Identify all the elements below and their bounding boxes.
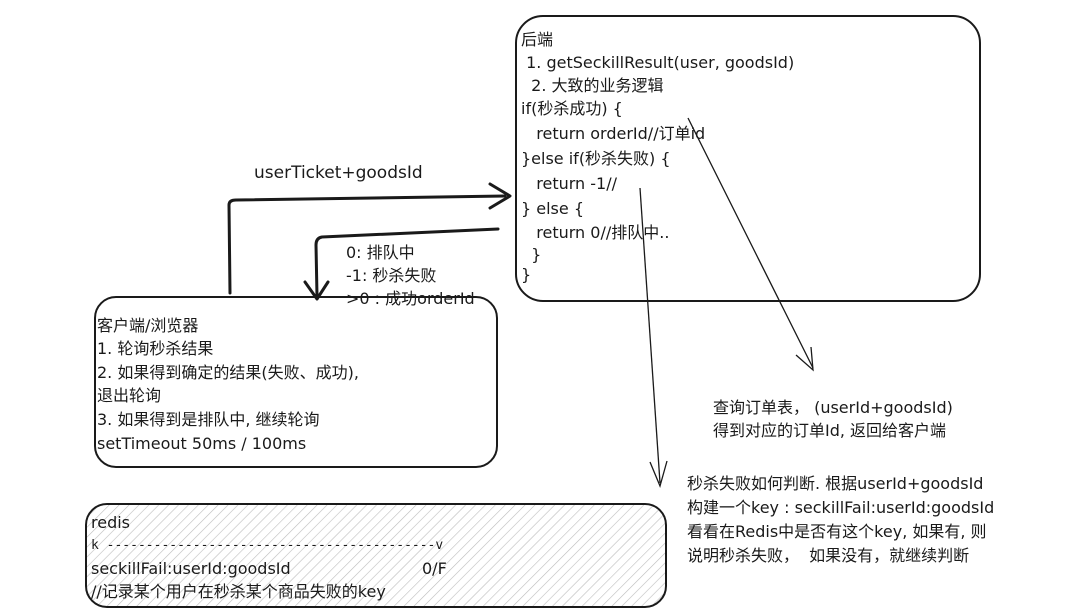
- response-code: -1: 秒杀失败: [346, 266, 437, 285]
- note-line: 说明秒杀失败， 如果没有，就继续判断: [687, 546, 970, 565]
- redis-entry-value: 0/F: [422, 559, 447, 578]
- note-line: 查询订单表， (userId+goodsId): [713, 398, 953, 417]
- redis-kv-row: k --------------------------------------…: [91, 538, 444, 553]
- request-arrow: [227, 194, 507, 295]
- fail-check-arrowhead: [649, 460, 668, 488]
- response-arrowhead: [303, 280, 330, 301]
- note-line: 得到对应的订单Id, 返回给客户端: [713, 421, 947, 440]
- backend-line: 2. 大致的业务逻辑: [521, 76, 664, 95]
- redis-title: redis: [91, 513, 131, 532]
- client-box: [94, 296, 498, 468]
- backend-line: }else if(秒杀失败) {: [521, 149, 671, 168]
- backend-box: [515, 15, 981, 302]
- backend-line: }: [521, 245, 542, 264]
- request-arrowhead: [488, 182, 512, 210]
- backend-line: return orderId//订单id: [521, 124, 706, 143]
- response-code: >0 : 成功orderId: [346, 289, 475, 308]
- client-line: 退出轮询: [97, 386, 162, 405]
- note-line: 构建一个key : seckillFail:userId:goodsId: [687, 498, 995, 517]
- redis-box: [85, 503, 667, 608]
- redis-hatch: [86, 504, 666, 607]
- note-line: 秒杀失败如何判断. 根据userId+goodsId: [687, 474, 984, 493]
- fail-check-arrow: [639, 187, 661, 484]
- backend-line: } else {: [521, 199, 584, 218]
- backend-line: if(秒杀成功) {: [521, 99, 623, 118]
- backend-line: return 0//排队中..: [521, 223, 670, 242]
- request-label: userTicket+goodsId: [254, 163, 423, 183]
- backend-line: 1. getSeckillResult(user, goodsId): [521, 53, 795, 72]
- client-line: 2. 如果得到确定的结果(失败、成功),: [97, 363, 359, 382]
- redis-comment: //记录某个用户在秒杀某个商品失败的key: [91, 582, 386, 601]
- client-title: 客户端/浏览器: [97, 316, 199, 335]
- client-line: 3. 如果得到是排队中, 继续轮询: [97, 410, 320, 429]
- backend-line: return -1//: [521, 174, 617, 193]
- backend-title: 后端: [521, 30, 554, 49]
- client-line: setTimeout 50ms / 100ms: [97, 434, 307, 453]
- redis-entry-key: seckillFail:userId:goodsId: [91, 559, 291, 578]
- note-line: 看看在Redis中是否有这个key, 如果有, 则: [687, 522, 987, 541]
- backend-line: }: [521, 265, 532, 284]
- order-query-arrow: [687, 117, 814, 369]
- order-query-arrowhead: [795, 346, 814, 372]
- client-line: 1. 轮询秒杀结果: [97, 339, 214, 358]
- response-code: 0: 排队中: [346, 243, 415, 262]
- response-arrow: [314, 227, 500, 298]
